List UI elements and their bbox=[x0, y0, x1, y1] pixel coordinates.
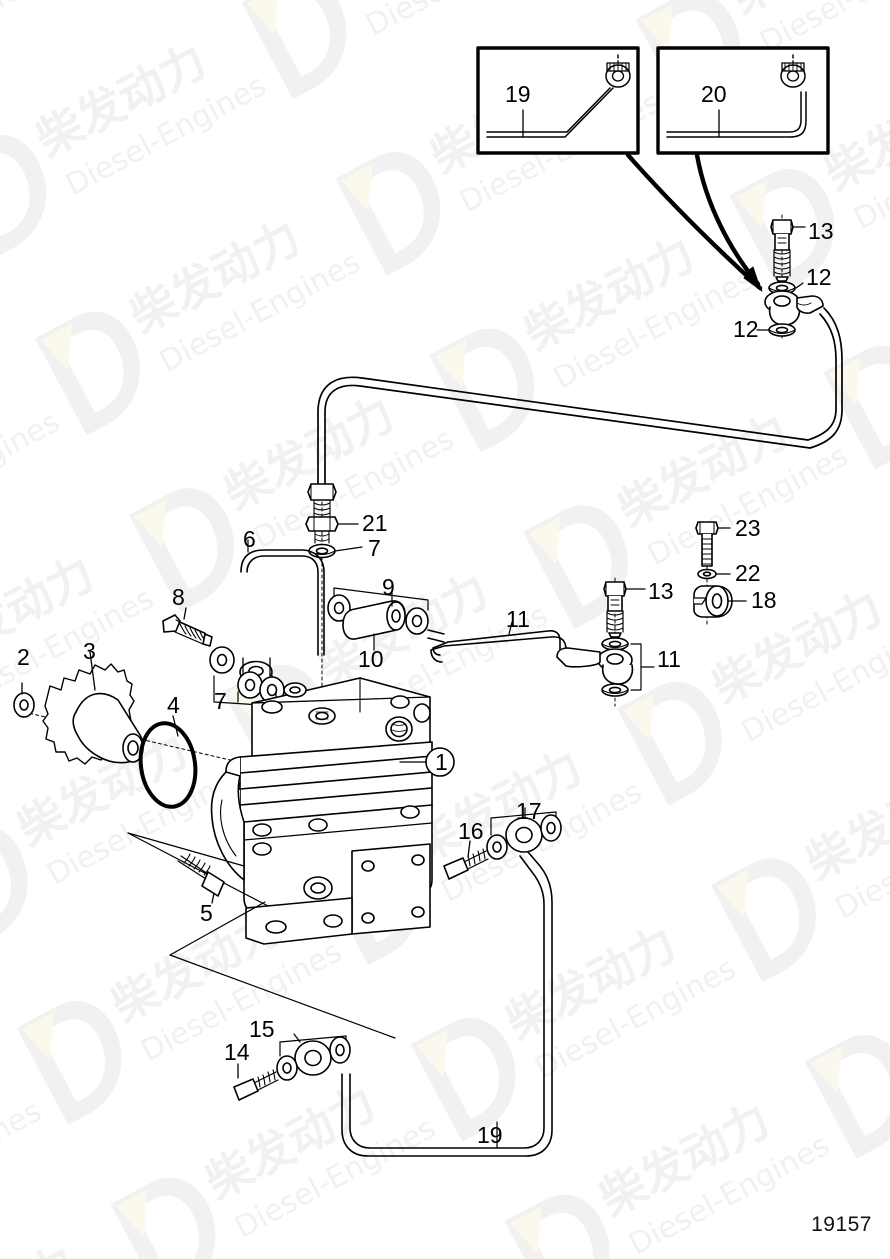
callout-label-19: 19 bbox=[505, 81, 531, 107]
callout-label-24: 23 bbox=[735, 515, 761, 541]
callout-label-17: 17 bbox=[516, 798, 542, 824]
callout-label-16: 16 bbox=[458, 818, 484, 844]
callout-label-23: 22 bbox=[735, 560, 761, 586]
callout-label-10: 10 bbox=[358, 646, 384, 672]
callout-label-20: 20 bbox=[701, 81, 727, 107]
callout-label-4: 4 bbox=[167, 692, 180, 718]
inset-box-19 bbox=[476, 46, 640, 155]
inset-box-20 bbox=[656, 46, 830, 155]
callout-label-8: 8 bbox=[172, 584, 185, 610]
drive-gear-assembly bbox=[13, 651, 231, 809]
callout-label-12-mid: 11 bbox=[657, 646, 681, 672]
pipe-6-assembly bbox=[162, 539, 325, 707]
compressor-body bbox=[210, 677, 455, 945]
callout-label-21: 21 bbox=[362, 510, 388, 536]
inset-arrow-20 bbox=[694, 152, 761, 289]
main-long-pipe bbox=[317, 307, 843, 485]
callout-label-9: 9 bbox=[382, 574, 395, 600]
callout-label-3: 3 bbox=[83, 638, 96, 664]
callout-label-13-upper: 13 bbox=[808, 218, 834, 244]
callout-label-13-mid: 13 bbox=[648, 578, 674, 604]
callout-label-5: 5 bbox=[200, 900, 213, 926]
callout-label-7-top: 7 bbox=[368, 535, 381, 561]
callout-label-2: 2 bbox=[17, 644, 30, 670]
banjo-14-15-assembly bbox=[233, 1033, 351, 1101]
drawing-number: 19157 bbox=[811, 1213, 872, 1236]
callout-label-14: 14 bbox=[224, 1039, 250, 1065]
callout-label-1: 1 bbox=[435, 749, 448, 775]
callout-label-22: 18 bbox=[751, 587, 777, 613]
callout-label-6: 6 bbox=[243, 526, 256, 552]
callout-label-15: 15 bbox=[249, 1016, 275, 1042]
callout-label-11: 11 bbox=[506, 606, 530, 632]
callout-label-12-lower: 12 bbox=[733, 316, 759, 342]
inset-arrow-19 bbox=[625, 152, 763, 292]
pipe-11-assembly bbox=[430, 577, 655, 707]
callout-label-7-bottom: 7 bbox=[214, 688, 227, 714]
callout-label-18: 19 bbox=[477, 1122, 503, 1148]
callout-label-12-upper: 12 bbox=[806, 264, 832, 290]
